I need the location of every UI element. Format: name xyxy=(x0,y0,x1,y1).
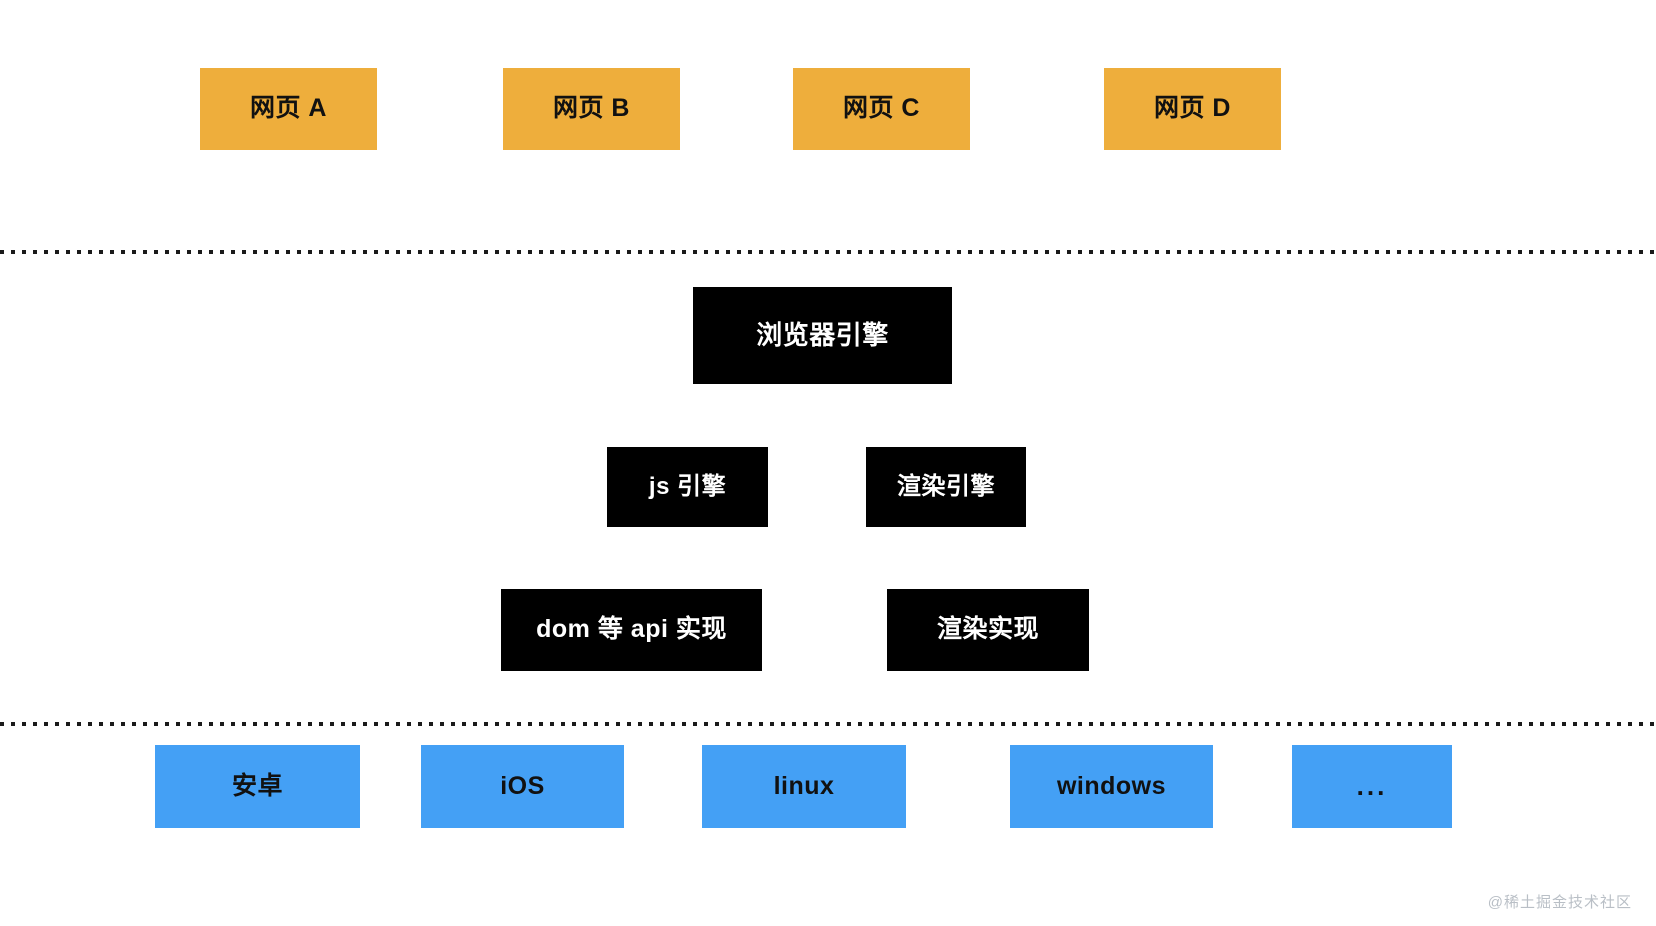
os-box-ios[interactable]: iOS xyxy=(421,745,624,828)
os-label-windows: windows xyxy=(1056,771,1167,800)
os-label-android: 安卓 xyxy=(231,771,283,800)
divider-pages-engine xyxy=(0,250,1656,254)
render-engine-box[interactable]: 渲染引擎 xyxy=(866,447,1026,527)
web-page-label-c: 网页 C xyxy=(842,94,920,123)
watermark: @稀土掘金技术社区 xyxy=(1487,894,1632,911)
web-page-label-d: 网页 D xyxy=(1153,94,1231,123)
dom-api-impl-label: dom 等 api 实现 xyxy=(536,615,727,644)
render-engine-label: 渲染引擎 xyxy=(897,472,995,500)
os-label-ios: iOS xyxy=(500,771,545,800)
render-impl-box[interactable]: 渲染实现 xyxy=(887,589,1089,671)
divider-engine-os xyxy=(0,722,1656,726)
web-page-box-b[interactable]: 网页 B xyxy=(503,68,680,150)
browser-engine-box[interactable]: 浏览器引擎 xyxy=(693,287,952,384)
os-box-more[interactable]: ... xyxy=(1292,745,1452,828)
os-label-linux: linux xyxy=(773,771,835,800)
js-engine-label: js 引擎 xyxy=(648,472,727,500)
web-page-box-c[interactable]: 网页 C xyxy=(793,68,970,150)
web-page-label-b: 网页 B xyxy=(552,94,630,123)
os-label-more: ... xyxy=(1356,771,1388,802)
os-box-windows[interactable]: windows xyxy=(1010,745,1213,828)
js-engine-box[interactable]: js 引擎 xyxy=(607,447,768,527)
web-page-box-a[interactable]: 网页 A xyxy=(200,68,377,150)
browser-engine-label: 浏览器引擎 xyxy=(756,320,889,351)
web-page-box-d[interactable]: 网页 D xyxy=(1104,68,1281,150)
os-box-android[interactable]: 安卓 xyxy=(155,745,360,828)
os-box-linux[interactable]: linux xyxy=(702,745,906,828)
web-page-label-a: 网页 A xyxy=(249,94,327,123)
dom-api-impl-box[interactable]: dom 等 api 实现 xyxy=(501,589,762,671)
render-impl-label: 渲染实现 xyxy=(936,615,1039,644)
